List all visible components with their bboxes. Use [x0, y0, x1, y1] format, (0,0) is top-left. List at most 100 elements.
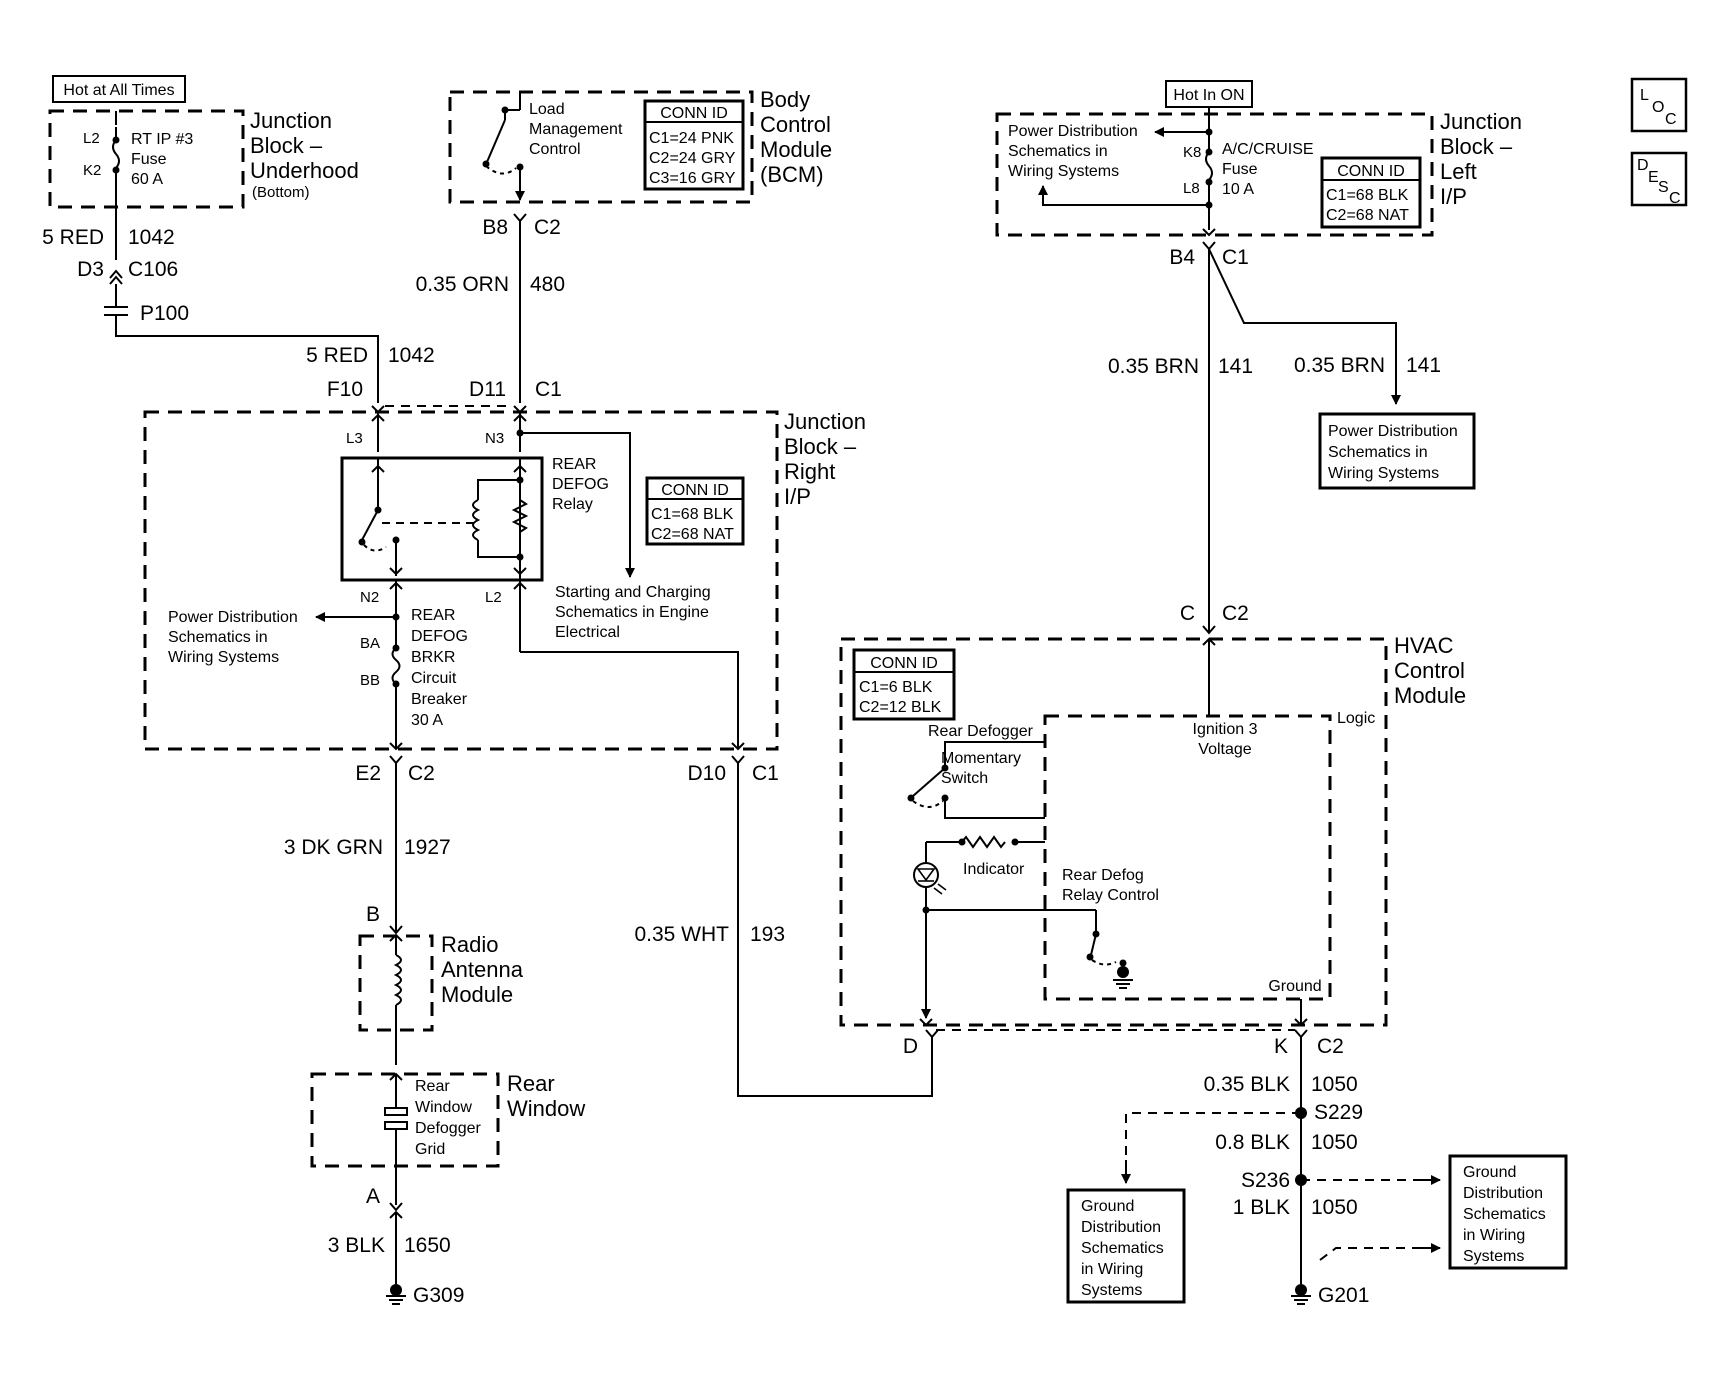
svg-text:Radio: Radio: [441, 932, 498, 957]
svg-text:C1=68 BLK: C1=68 BLK: [1326, 187, 1409, 204]
svg-text:193: 193: [750, 923, 785, 946]
svg-text:1050: 1050: [1311, 1073, 1358, 1096]
junction-block-left-title: Junction Block – Left I/P: [1440, 109, 1522, 209]
svg-text:Schematics in: Schematics in: [1328, 444, 1428, 461]
svg-text:D11: D11: [469, 378, 506, 401]
ground-dist-left-box: Ground Distribution Schematics in Wiring…: [1066, 1188, 1186, 1304]
svg-text:Block –: Block –: [784, 434, 857, 459]
svg-text:C2: C2: [1222, 602, 1249, 625]
svg-text:Module: Module: [441, 982, 513, 1007]
svg-text:C2: C2: [534, 216, 561, 239]
svg-text:L2: L2: [83, 130, 100, 147]
svg-text:Voltage: Voltage: [1198, 741, 1251, 758]
svg-text:HVAC: HVAC: [1394, 633, 1454, 658]
svg-text:Schematics in Engine: Schematics in Engine: [555, 604, 709, 621]
svg-text:CONN ID: CONN ID: [1337, 163, 1405, 180]
bcm-title: Body Control Module (BCM): [760, 87, 832, 187]
svg-text:O: O: [1652, 99, 1664, 116]
svg-text:Power Distribution: Power Distribution: [168, 609, 298, 626]
svg-text:3 DK GRN: 3 DK GRN: [284, 836, 383, 859]
svg-text:Grid: Grid: [415, 1141, 445, 1158]
svg-text:Systems: Systems: [1463, 1248, 1524, 1265]
svg-text:1042: 1042: [128, 226, 175, 249]
svg-text:Schematics: Schematics: [1081, 1240, 1164, 1257]
wire-l2-to-d10: [520, 651, 739, 749]
svg-text:Junction: Junction: [784, 409, 866, 434]
svg-text:I/P: I/P: [784, 484, 811, 509]
svg-text:3 BLK: 3 BLK: [328, 1234, 385, 1257]
rear-defog-circuit-breaker: BA BB REAR DEFOG BRKR Circuit Breaker 30…: [360, 607, 468, 749]
wire-5red-1042: [115, 315, 379, 403]
svg-text:Body: Body: [760, 87, 810, 112]
LOC-icon[interactable]: LOC: [1630, 77, 1688, 133]
svg-text:Junction: Junction: [250, 108, 332, 133]
hvac-title: HVAC Control Module: [1394, 633, 1466, 708]
svg-text:I/P: I/P: [1440, 184, 1467, 209]
svg-text:Ground: Ground: [1463, 1164, 1516, 1181]
svg-text:in Wiring: in Wiring: [1081, 1261, 1143, 1278]
svg-text:Right: Right: [784, 459, 835, 484]
svg-text:Hot at All Times: Hot at All Times: [63, 82, 174, 99]
svg-text:C1=68 BLK: C1=68 BLK: [651, 506, 734, 523]
svg-text:P100: P100: [140, 302, 189, 325]
hvac-conn-id-table: CONN ID C1=6 BLK C2=12 BLK: [852, 648, 956, 721]
svg-text:L3: L3: [346, 430, 363, 447]
junction-block-underhood: [48, 109, 245, 209]
wire-wht-193: [737, 763, 933, 1097]
svg-text:N3: N3: [485, 430, 504, 447]
svg-text:Logic: Logic: [1337, 710, 1375, 727]
svg-text:F10: F10: [327, 378, 363, 401]
svg-text:Ignition 3: Ignition 3: [1193, 721, 1258, 738]
svg-text:Fuse: Fuse: [1222, 161, 1258, 178]
svg-text:10 A: 10 A: [1222, 181, 1254, 198]
svg-text:Relay: Relay: [552, 496, 593, 513]
pwr-dist-left-label: Power Distribution Schematics in Wiring …: [168, 609, 298, 666]
svg-text:Distribution: Distribution: [1463, 1185, 1543, 1202]
svg-text:A: A: [366, 1185, 380, 1208]
svg-text:0.35 BRN: 0.35 BRN: [1294, 354, 1385, 377]
svg-text:Load: Load: [529, 101, 565, 118]
svg-text:Rear: Rear: [415, 1078, 450, 1095]
svg-text:Underhood: Underhood: [250, 158, 359, 183]
svg-text:BRKR: BRKR: [411, 649, 455, 666]
svg-text:Schematics in: Schematics in: [1008, 143, 1108, 160]
jbl-conn-id-table: CONN ID C1=68 BLK C2=68 NAT: [1320, 156, 1422, 229]
svg-text:Ground: Ground: [1081, 1198, 1134, 1215]
svg-text:5 RED: 5 RED: [306, 344, 368, 367]
svg-text:C1=6 BLK: C1=6 BLK: [859, 679, 933, 696]
svg-text:Power Distribution: Power Distribution: [1328, 423, 1458, 440]
svg-text:0.35 WHT: 0.35 WHT: [634, 923, 729, 946]
svg-text:1050: 1050: [1311, 1131, 1358, 1154]
svg-text:REAR: REAR: [552, 456, 596, 473]
svg-text:1050: 1050: [1311, 1196, 1358, 1219]
svg-text:L8: L8: [1183, 180, 1200, 197]
svg-text:Fuse: Fuse: [131, 151, 167, 168]
svg-text:30 A: 30 A: [411, 712, 443, 729]
svg-text:REAR: REAR: [411, 607, 455, 624]
rear-defog-relay-control: Rear Defog Relay Control: [1062, 867, 1159, 989]
svg-text:Breaker: Breaker: [411, 691, 468, 708]
svg-text:1042: 1042: [388, 344, 435, 367]
svg-text:D: D: [903, 1035, 918, 1058]
svg-text:C2=68 NAT: C2=68 NAT: [1326, 207, 1409, 224]
hot-in-on-label: Hot In ON: [1165, 80, 1253, 108]
svg-text:Management: Management: [529, 121, 623, 138]
svg-text:CONN ID: CONN ID: [660, 105, 728, 122]
hvac-control-module: [839, 637, 1388, 1027]
rear-window: [310, 1072, 500, 1168]
svg-text:S236: S236: [1241, 1169, 1290, 1192]
svg-text:0.8 BLK: 0.8 BLK: [1215, 1131, 1290, 1154]
svg-text:K2: K2: [83, 162, 101, 179]
wire-to-starting-charging: [520, 432, 635, 578]
svg-text:5 RED: 5 RED: [42, 226, 104, 249]
svg-text:Defogger: Defogger: [415, 1120, 481, 1137]
rear-window-title: Rear Window: [507, 1071, 585, 1121]
svg-text:C106: C106: [128, 258, 178, 281]
svg-text:0.35 ORN: 0.35 ORN: [416, 273, 509, 296]
svg-text:(BCM): (BCM): [760, 162, 824, 187]
svg-text:Junction: Junction: [1440, 109, 1522, 134]
svg-text:Antenna: Antenna: [441, 957, 524, 982]
svg-text:G309: G309: [413, 1284, 464, 1307]
svg-text:B4: B4: [1169, 246, 1195, 269]
